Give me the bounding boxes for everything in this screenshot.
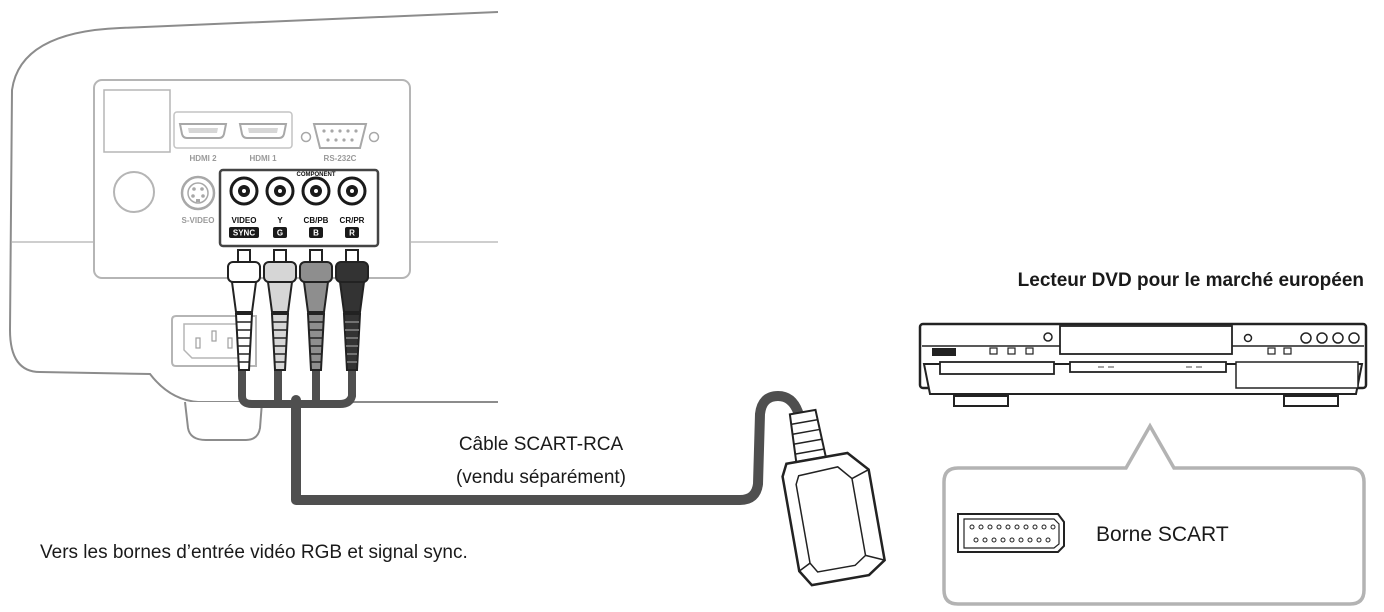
rgb-input-caption: Vers les bornes d’entrée vidéo RGB et si…: [40, 542, 468, 563]
rca-plug-video: [227, 249, 261, 371]
jack-tag-label: R: [349, 229, 355, 238]
jack-top-label: Y: [277, 216, 283, 225]
jack-tag-label: SYNC: [233, 229, 255, 238]
hdmi1-port: [238, 123, 288, 139]
svideo-port: [180, 175, 216, 211]
scart-plug: [781, 408, 886, 587]
jack-tag: [229, 227, 259, 238]
scart-terminal-callout: Borne SCART: [942, 422, 1366, 606]
hdmi1-label: HDMI 1: [249, 154, 277, 163]
rs232c-port: [300, 123, 380, 149]
jack-tag: [273, 227, 287, 238]
rca-plug-cr: [335, 249, 369, 371]
rs232c-label: RS-232C: [324, 154, 357, 163]
power-inlet: [171, 315, 257, 367]
scart-socket-icon: [957, 513, 1065, 553]
rca-jack-cr: [337, 176, 367, 206]
jack-tag: [309, 227, 323, 238]
rca-jack-cb: [301, 176, 331, 206]
rca-plug-y: [263, 249, 297, 371]
dvd-player: [918, 322, 1368, 407]
rca-jack-y: [265, 176, 295, 206]
cable-label-line1: Câble SCART-RCA: [459, 434, 624, 455]
rca-plug-cb: [299, 249, 333, 371]
jack-tag: [345, 227, 359, 238]
connector-panel: HDMI 2 HDMI 1 RS-232C S-VIDEO COMPONENT: [93, 79, 411, 279]
jack-tag-label: G: [277, 229, 283, 238]
jack-top-label: CR/PR: [340, 216, 365, 225]
dvd-player-title: Lecteur DVD pour le marché européen: [1018, 270, 1364, 291]
hdmi2-label: HDMI 2: [189, 154, 217, 163]
hdmi2-port: [178, 123, 228, 139]
component-label: COMPONENT: [297, 172, 336, 178]
cable-label-line2: (vendu séparément): [456, 467, 626, 488]
scart-rca-cable: [238, 366, 803, 505]
scart-terminal-label: Borne SCART: [1096, 523, 1229, 546]
svideo-label: S-VIDEO: [182, 216, 215, 225]
jack-tag-label: B: [313, 229, 319, 238]
rca-jack-video: [229, 176, 259, 206]
jack-top-label: CB/PB: [304, 216, 329, 225]
jack-top-label: VIDEO: [232, 216, 257, 225]
